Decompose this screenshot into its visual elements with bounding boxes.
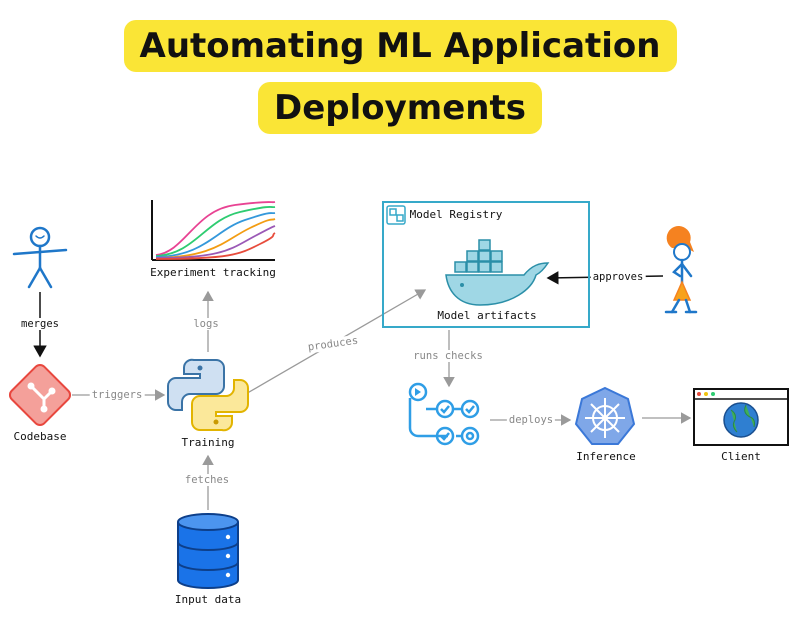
registry-icon — [386, 205, 406, 225]
triggers-edge-label: triggers — [89, 389, 145, 401]
fetches-edge-label: fetches — [182, 474, 232, 486]
python-icon — [167, 358, 249, 432]
logs-edge-label: logs — [191, 318, 221, 330]
training-label: Training — [181, 436, 235, 449]
deploys-edge-label: deploys — [506, 414, 556, 426]
experiment-tracking-label: Experiment tracking — [150, 266, 276, 279]
codebase-label: Codebase — [13, 430, 67, 443]
docker-whale-icon — [445, 239, 550, 306]
inference-label: Inference — [576, 450, 636, 463]
approves-edge-label: approves — [590, 271, 646, 283]
database-icon — [177, 513, 239, 589]
client-label: Client — [721, 450, 761, 463]
line-chart-icon — [151, 200, 276, 261]
kubernetes-icon — [574, 386, 636, 445]
model-registry-box — [382, 201, 590, 328]
developer-stick-figure-icon — [12, 226, 68, 289]
browser-globe-icon — [693, 388, 789, 446]
approver-stick-figure-icon — [664, 226, 698, 314]
ci-pipeline-icon — [408, 382, 480, 446]
model-artifacts-label: Model artifacts — [437, 309, 537, 322]
model-registry-label: Model Registry — [409, 208, 503, 221]
merges-edge-label: merges — [19, 318, 61, 330]
git-icon — [8, 363, 72, 427]
runs-checks-edge-label: runs checks — [411, 350, 485, 362]
input-data-label: Input data — [174, 593, 242, 606]
